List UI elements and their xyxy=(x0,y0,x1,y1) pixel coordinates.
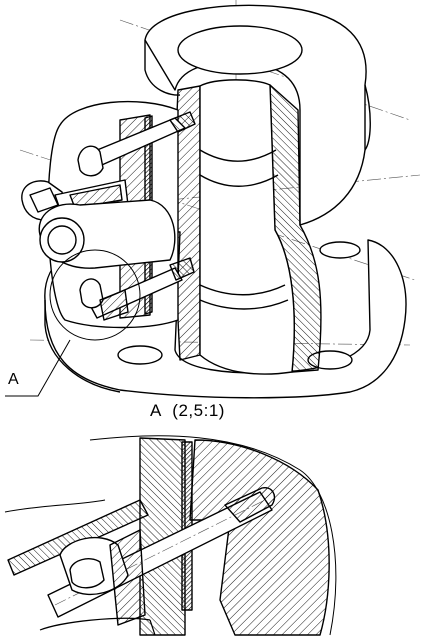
callout-label: A xyxy=(8,371,19,388)
detail-lower-body xyxy=(39,617,156,636)
upper-bore xyxy=(177,25,303,75)
upper-bolt xyxy=(77,111,196,177)
bore-groove-mid xyxy=(199,174,279,187)
pipe-stub xyxy=(38,199,176,269)
detail-view-a xyxy=(4,435,337,636)
bore-groove-lower2 xyxy=(199,299,289,310)
leader-line xyxy=(5,339,71,397)
detail-view-label: A xyxy=(150,401,162,420)
lower-flange-edge xyxy=(44,300,121,393)
detail-boundary xyxy=(4,435,337,636)
detail-nut xyxy=(59,529,146,626)
upper-flange-side xyxy=(144,40,371,151)
lower-bolt-hole-left xyxy=(117,345,163,365)
detail-view-title: A (2,5:1) xyxy=(150,402,225,419)
detail-circle xyxy=(49,249,141,341)
bore-groove-upper xyxy=(199,149,277,162)
lower-bolt xyxy=(79,257,195,321)
detail-upper-arm xyxy=(7,499,149,576)
bore-groove-lower xyxy=(199,284,286,296)
detail-view-scale: (2,5:1) xyxy=(172,401,225,420)
detail-body-right xyxy=(189,439,330,636)
mid-bolt-hole-right xyxy=(319,241,361,259)
main-section-view xyxy=(5,0,421,399)
